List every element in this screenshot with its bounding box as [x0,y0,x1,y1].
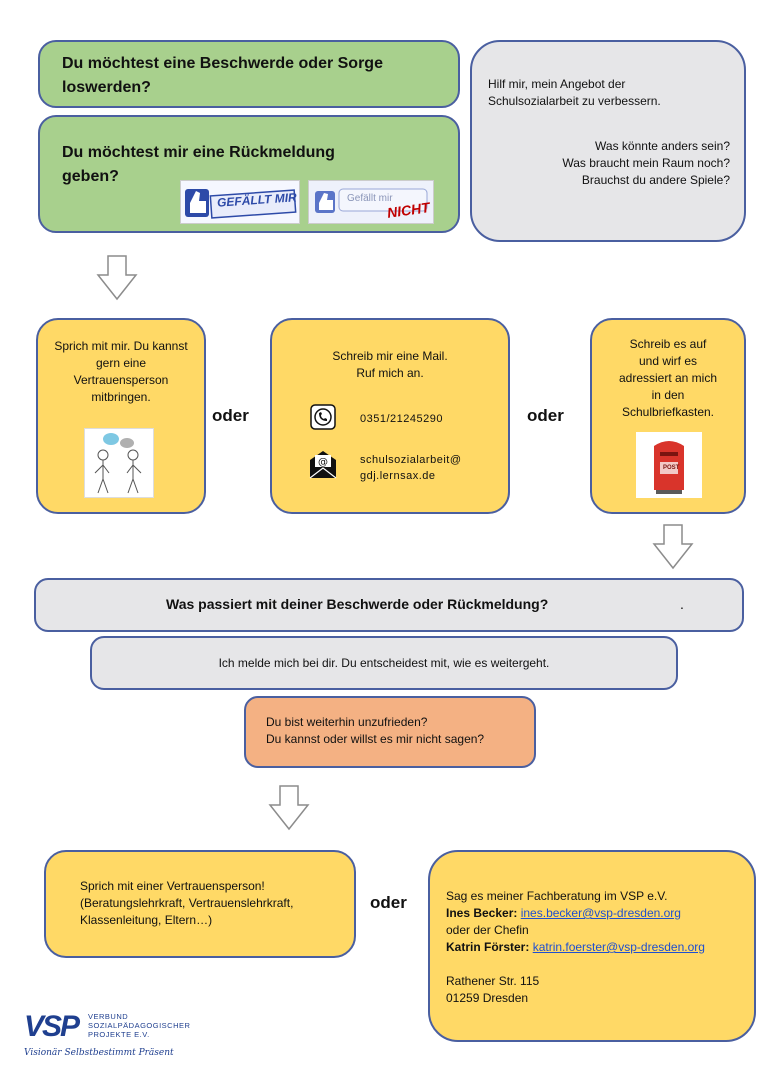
logo-text: VERBUND SOZIALPÄDAGOGISCHER PROJEKTE E.V… [88,1012,190,1039]
process-question-box: Was passiert mit deiner Beschwerde oder … [34,578,744,632]
question-1: Was könnte anders sein? [595,139,730,153]
complaint-heading: Du möchtest eine Beschwerde oder Sorge l… [62,55,383,96]
email-address: schulsozialarbeit@ gdj.lernsax.de [360,452,462,484]
email-line-1: schulsozialarbeit@ [360,454,462,466]
advice-intro: Sag es meiner Fachberatung im VSP e.V. [446,889,668,903]
thumbs-up-icon [185,189,297,219]
person-2-email-link[interactable]: katrin.foerster@vsp-dresden.org [532,940,705,954]
svg-text:@: @ [318,457,328,468]
dislike-image: Gefällt mir NICHT [308,180,434,224]
mail-line-2: Ruf mich an. [356,366,424,380]
person-2-name: Katrin Förster: [446,940,530,954]
process-answer-box: Ich melde mich bei dir. Du entscheidest … [90,636,678,690]
down-arrow-icon [268,785,310,831]
complaint-box: Du möchtest eine Beschwerde oder Sorge l… [38,40,460,108]
street-address: Rathener Str. 115 [446,974,540,988]
conversation-image [84,428,154,498]
advice-person-1: Ines Becker: ines.becker@vsp-dresden.org [446,905,744,922]
question-2: Was braucht mein Raum noch? [562,156,730,170]
trust-line-1: Sprich mit einer Vertrauensperson! [80,879,265,893]
down-arrow-icon [652,524,694,570]
trust-line-2: (Beratungslehrkraft, Vertrauenslehrkraft… [80,896,294,910]
contact-option-box: Schreib mir eine Mail. Ruf mich an. [270,318,510,514]
process-dot: . [680,596,684,612]
or-label-1: oder [212,406,249,425]
phone-icon [310,404,336,430]
thumbs-down-icon [315,188,428,213]
down-arrow-icon [96,255,138,301]
logo-slogan: Visionär Selbstbestimmt Präsent [24,1048,174,1058]
trust-line-3: Klassenleitung, Eltern…) [80,913,213,927]
mail-line-1: Schreib mir eine Mail. [332,349,448,363]
city-address: 01259 Dresden [446,991,529,1005]
logo-mark: VSP [24,1010,80,1043]
unhappy-box: Du bist weiterhin unzufrieden? Du kannst… [244,696,536,768]
dislike-label-1: Gefällt mir [347,193,393,204]
or-label-3: oder [370,893,407,912]
person-1-name: Ines Becker: [446,906,518,920]
phone-number: 0351/21245290 [360,413,443,425]
logo-line-3: PROJEKTE E.V. [88,1030,150,1039]
logo-line-1: VERBUND [88,1012,129,1021]
unhappy-line-1: Du bist weiterhin unzufrieden? [266,715,428,729]
process-question: Was passiert mit deiner Beschwerde oder … [166,596,549,612]
like-image: GEFÄLLT MIR [180,180,300,224]
post-label: POST [663,465,680,471]
or-label-2: oder [527,406,564,425]
trust-person-box: Sprich mit einer Vertrauensperson! (Bera… [44,850,356,958]
vsp-logo: VSP VERBUND SOZIALPÄDAGOGISCHER PROJEKTE… [22,1010,222,1066]
email-line-2: gdj.lernsax.de [360,470,436,482]
unhappy-line-2: Du kannst oder willst es mir nicht sagen… [266,732,485,746]
email-icon: @ [309,451,337,479]
logo-line-2: SOZIALPÄDAGOGISCHER [88,1021,191,1030]
advice-person-2: Katrin Förster: katrin.foerster@vsp-dres… [446,939,744,956]
letter-text: Schreib es auf und wirf es adressiert an… [618,337,718,419]
talk-text: Sprich mit mir. Du kannst gern eine Vert… [54,339,188,404]
postbox-icon [654,441,684,494]
or-boss-text: oder der Chefin [446,923,529,937]
process-answer: Ich melde mich bei dir. Du entscheidest … [218,656,550,670]
help-text: Hilf mir, mein Angebot der Schulsozialar… [488,77,661,108]
question-3: Brauchst du andere Spiele? [581,173,730,187]
feedback-heading: Du möchtest mir eine Rückmeldung geben? [62,144,335,185]
help-box: Hilf mir, mein Angebot der Schulsozialar… [470,40,746,242]
advice-box: Sag es meiner Fachberatung im VSP e.V. I… [428,850,756,1042]
person-1-email-link[interactable]: ines.becker@vsp-dresden.org [520,906,681,920]
postbox-image: POST [636,432,702,498]
